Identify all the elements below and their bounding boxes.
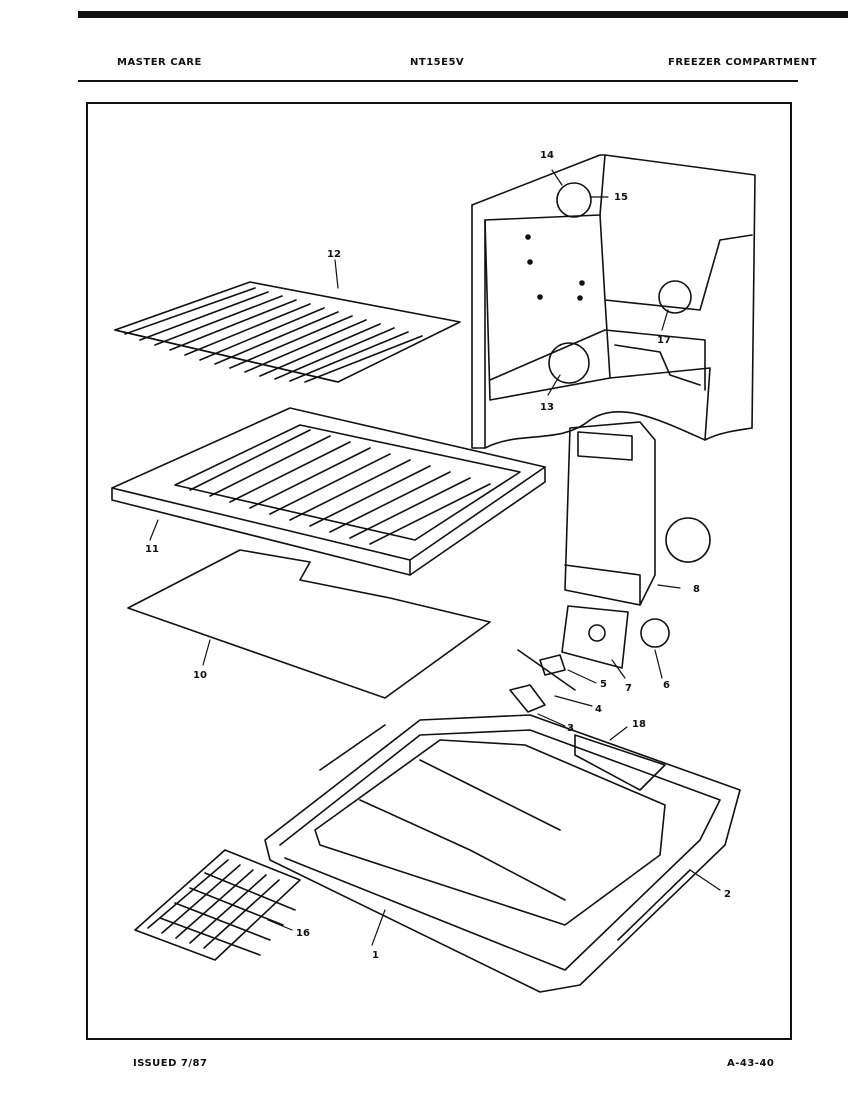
callout-12: 12 [327,249,341,260]
footer-issue-date: ISSUED 7/87 [133,1058,208,1069]
callout-7: 7 [625,683,632,694]
callout-13: 13 [540,402,554,413]
wire-shelf [114,281,461,383]
top-border-bar [78,11,848,18]
callout-14: 14 [540,150,554,161]
evaporator-cover [564,421,711,606]
drip-pan [127,549,491,699]
diagram-frame [86,102,792,1040]
callout-10: 10 [193,670,207,681]
footer-page-code: A-43-40 [727,1058,775,1069]
freezer-cabinet [471,154,756,449]
header-brand: MASTER CARE [117,57,202,68]
fan-motor-assembly [509,605,670,713]
header-section-title: FREEZER COMPARTMENT [668,57,817,68]
callout-leaders [149,169,721,946]
header-model-number: NT15E5V [410,57,465,68]
freezer-shelf-tray [111,407,546,576]
callout-18: 18 [632,719,646,730]
callout-8: 8 [693,584,700,595]
callout-17: 17 [657,335,671,346]
callout-16: 16 [296,928,310,939]
callout-2: 2 [724,889,731,900]
ice-cube-tray [134,849,301,961]
callout-6: 6 [663,680,670,691]
callout-1: 1 [372,950,379,961]
liner-floor-assembly [264,714,741,993]
callout-5: 5 [600,679,607,690]
header-rule [78,80,798,82]
callout-3: 3 [567,723,574,734]
callout-15: 15 [614,192,628,203]
callout-4: 4 [595,704,602,715]
callout-11: 11 [145,544,159,555]
